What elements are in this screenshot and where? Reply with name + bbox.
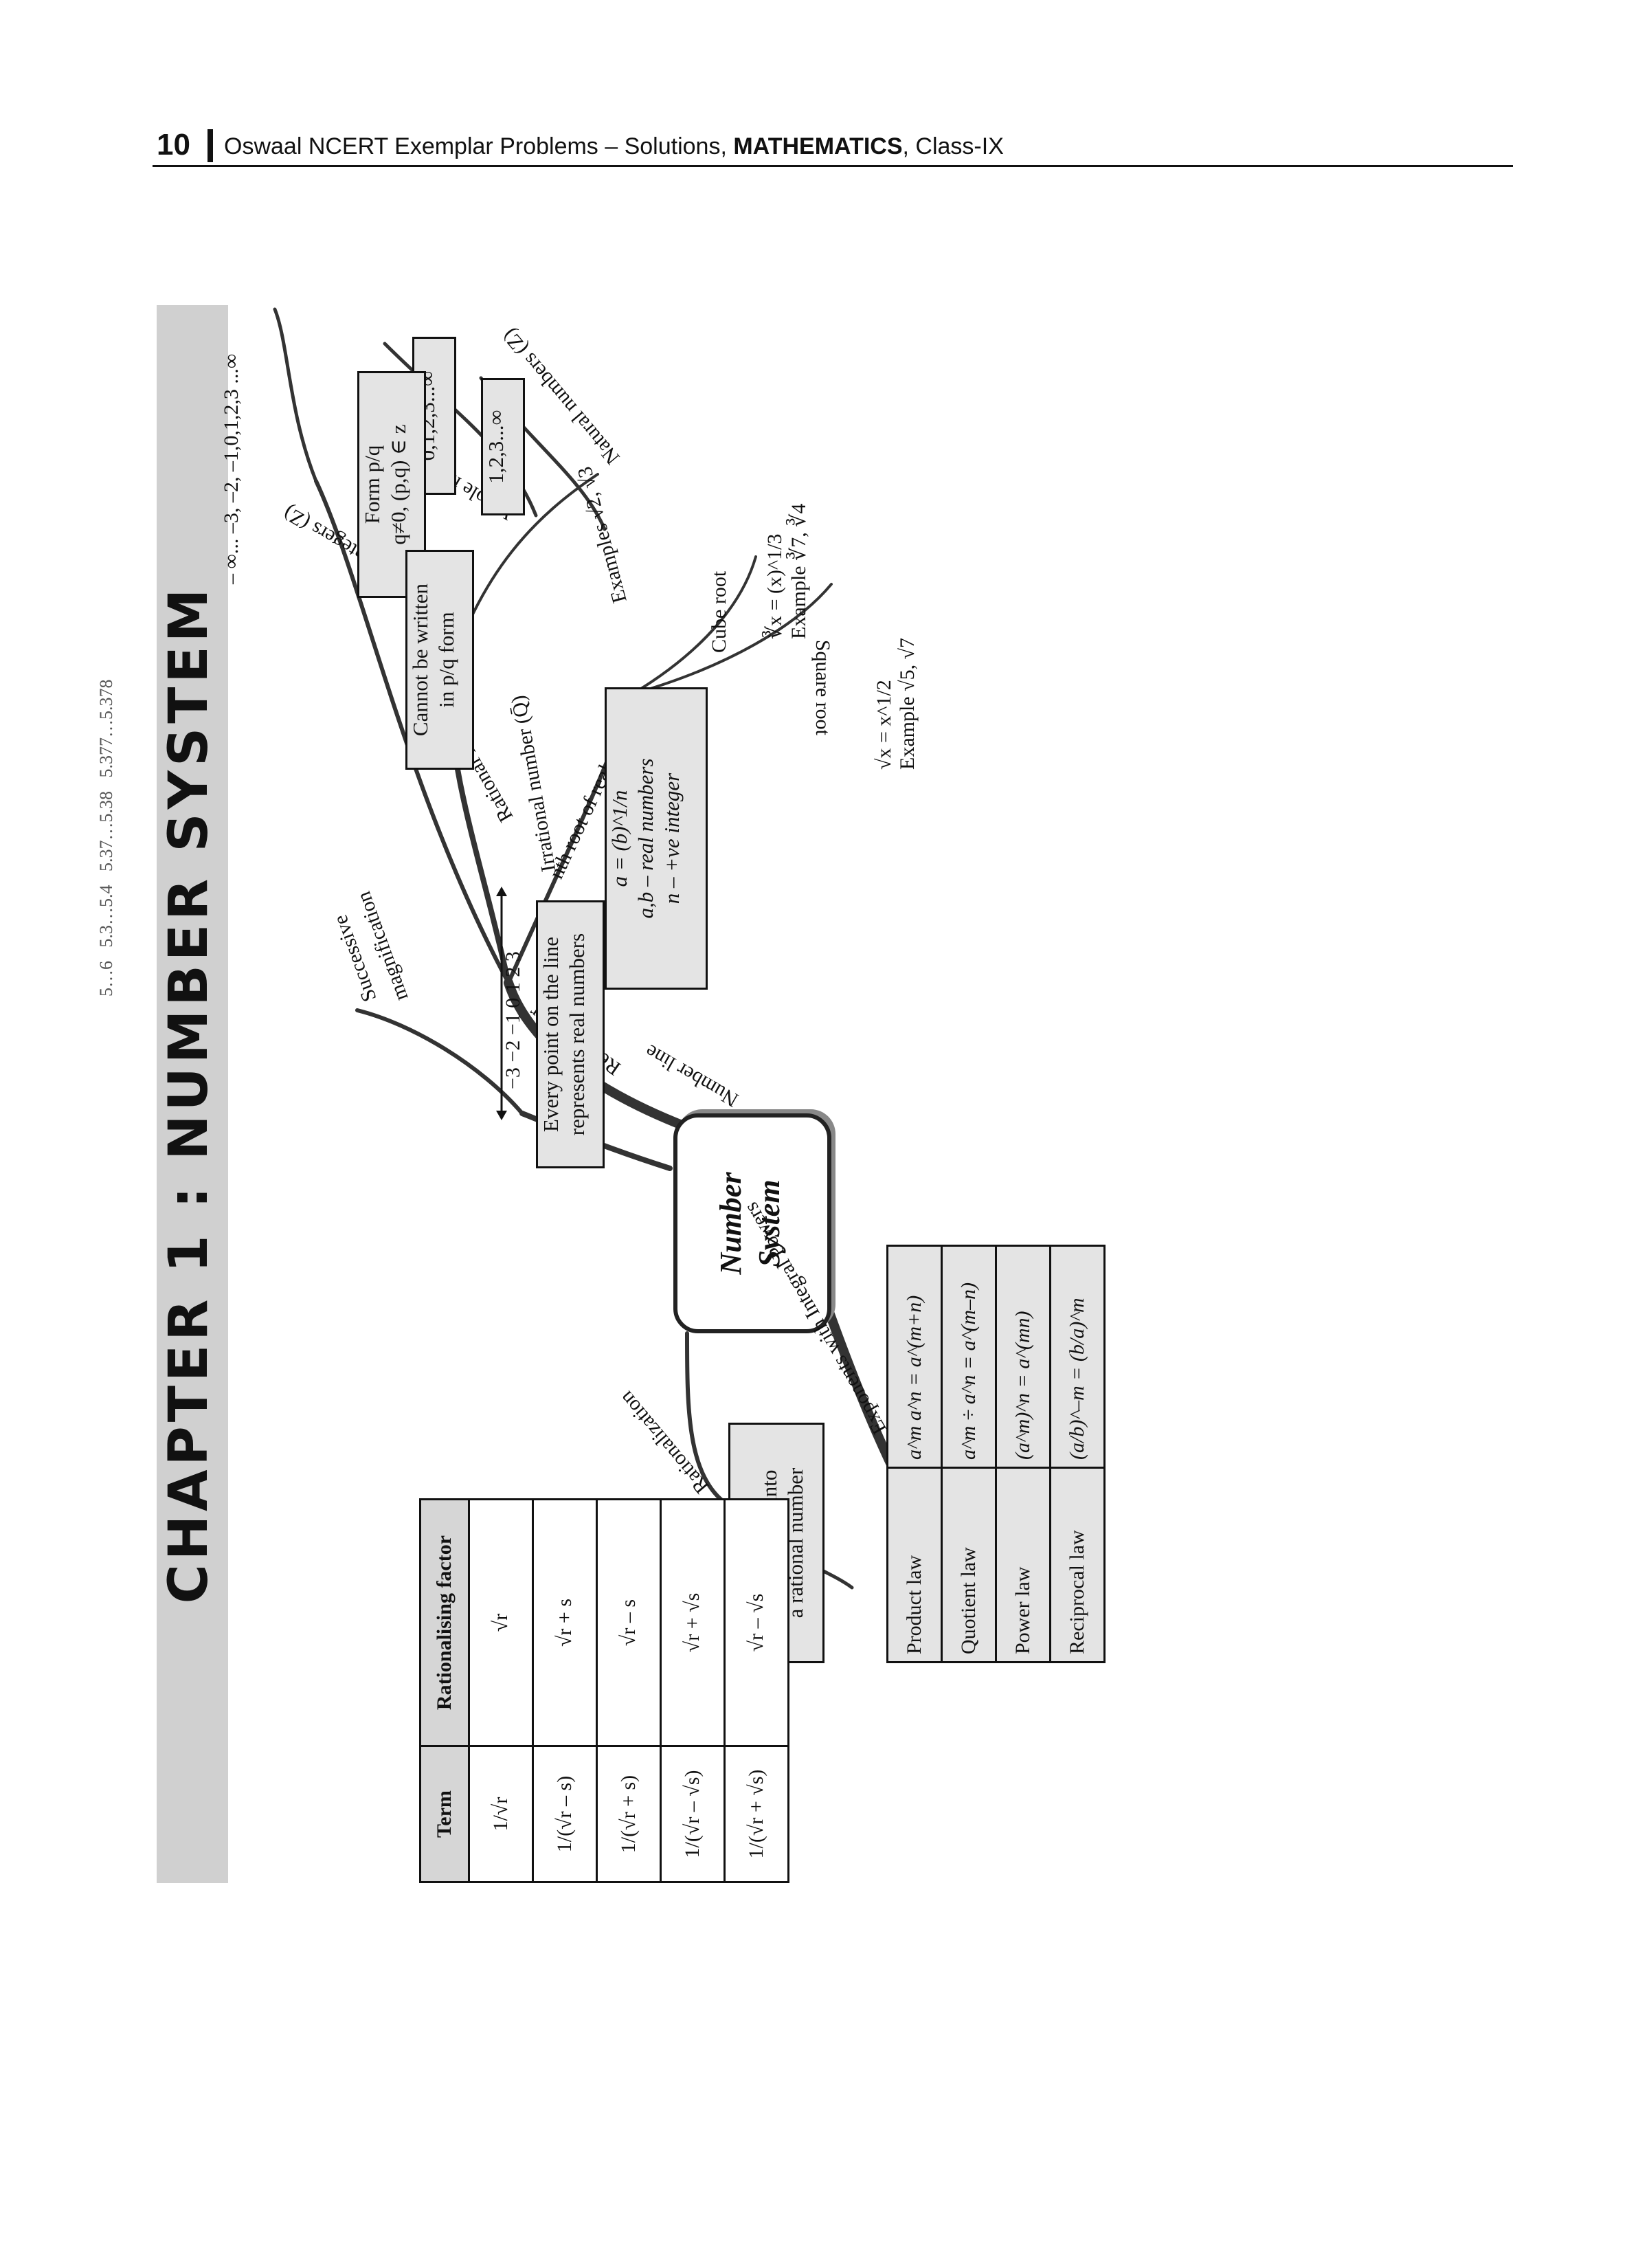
magnifier-scale: 5…6 5.3…5.4 5.37…5.38 5.377…5.378 <box>96 679 116 997</box>
table-row: 1/(√r – √s)√r + √s <box>660 1499 725 1882</box>
rationalization-branch <box>685 1331 730 1507</box>
header-divider <box>207 129 213 162</box>
header-title: Oswaal NCERT Exemplar Problems – Solutio… <box>224 133 1004 159</box>
branch-cube-root: Cube root <box>708 570 730 653</box>
table-row: 1/(√r + s)√r – s <box>596 1499 661 1882</box>
natural-box: 1,2,3...∞ <box>481 378 525 515</box>
header-rule <box>153 165 1513 167</box>
page-header: 10 Oswaal NCERT Exemplar Problems – Solu… <box>153 124 1513 167</box>
branch-square-root: Square root <box>811 639 834 735</box>
number-line-ticks: −3 −2 −1 0 1 2 3 <box>502 951 524 1089</box>
rational-branch <box>314 479 511 985</box>
table-row: 1/(√r + √s)√r – √s <box>724 1499 789 1882</box>
table-row: 1/(√r – s)√r + s <box>532 1499 597 1882</box>
page-number: 10 <box>157 128 190 162</box>
chapter-band: CHAPTER 1 : NUMBER SYSTEM <box>157 305 228 1883</box>
table-row: 1/√r√r <box>469 1499 533 1882</box>
table-row: Reciprocal law(a/b)^–m = (b/a)^m <box>1050 1245 1105 1663</box>
table-row: Power law(a^m)^n = a^(mn) <box>996 1245 1051 1663</box>
number-line <box>496 887 507 1120</box>
integers-range: – ∞... –3, –2, –1,0,1,2,3 ...∞ <box>220 353 243 584</box>
